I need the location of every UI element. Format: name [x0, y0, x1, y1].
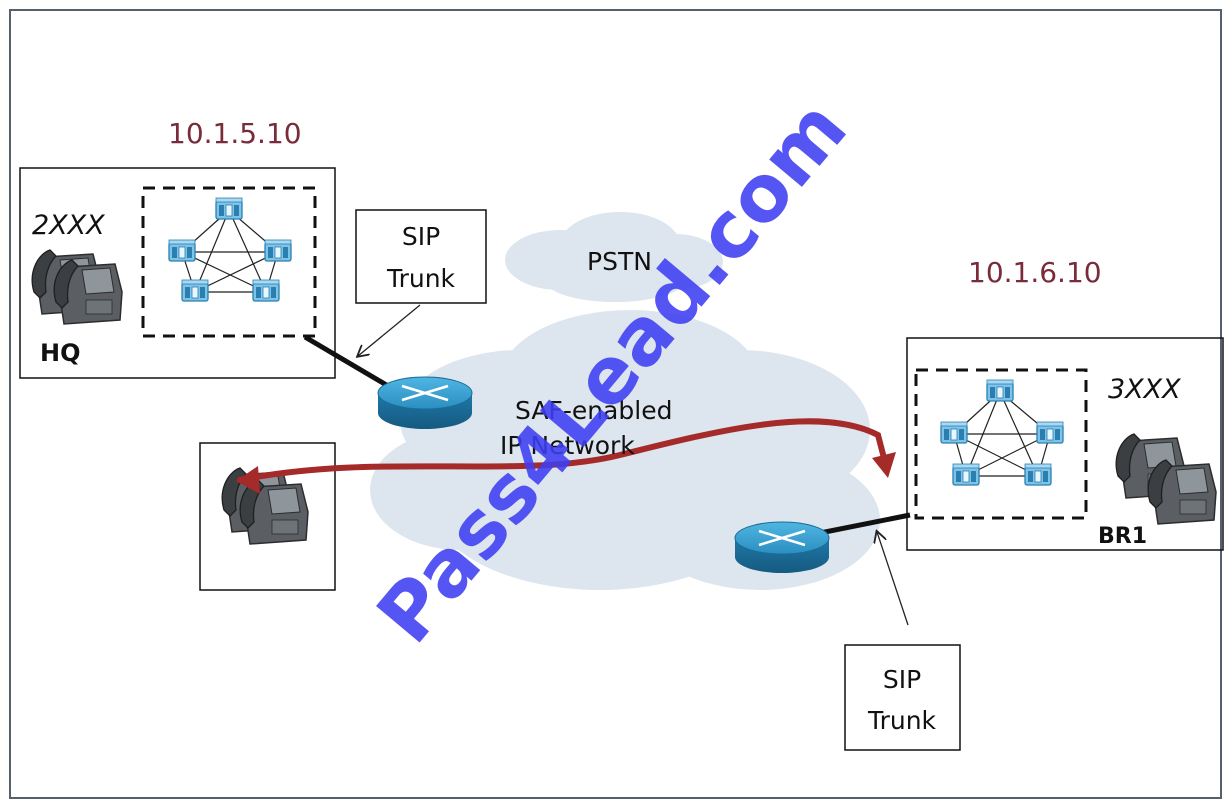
hq-phone-icon [53, 259, 123, 325]
sip-trunk-br1-line1: SIP [883, 665, 921, 694]
br1-site-label: BR1 [1098, 524, 1147, 549]
sip-trunk-hq-box [355, 209, 487, 304]
br1-phone-icon [1147, 459, 1217, 525]
cucm-server-icon [252, 279, 280, 302]
hq-cluster-box [141, 186, 317, 338]
cucm-server-icon [181, 279, 209, 302]
cucm-server-icon [1036, 421, 1064, 444]
remote-phone-icon [239, 479, 309, 545]
br1-router-icon [734, 521, 830, 573]
hq-ip-label: 10.1.5.10 [168, 117, 302, 150]
sip-trunk-br1-line2: Trunk [867, 706, 937, 735]
hq-trunk-link [303, 334, 402, 396]
hq-extension-label: 2XXX [32, 210, 105, 241]
cucm-server-icon [1024, 463, 1052, 486]
call-path-arrowhead-br1 [872, 452, 896, 478]
cucm-server-icon [986, 379, 1014, 402]
cucm-server-icon [168, 239, 196, 262]
call-path-arrowhead-remote [236, 466, 260, 494]
remote-phone-box [199, 442, 336, 591]
call-path [237, 418, 888, 483]
cucm-server-icon [215, 197, 243, 220]
hq-router-icon [377, 376, 473, 429]
br1-site-box [906, 337, 1224, 551]
cucm-server-icon [264, 239, 292, 262]
br1-trunk-link [809, 512, 911, 538]
pstn-cloud [505, 212, 723, 302]
sip-trunk-br1-arrow [877, 532, 909, 626]
br1-ip-label: 10.1.6.10 [968, 256, 1102, 289]
pstn-label: PSTN [587, 247, 652, 276]
sip-trunk-hq-arrow [358, 304, 421, 356]
br1-cluster-box [914, 368, 1088, 520]
sip-trunk-hq-line1: SIP [402, 222, 440, 251]
hq-site-label: HQ [40, 339, 81, 367]
cucm-server-icon [940, 421, 968, 444]
sip-trunk-hq-line2: Trunk [386, 264, 456, 293]
br1-extension-label: 3XXX [1108, 374, 1181, 405]
ip-network-label-line1: SAF-enabled [515, 396, 672, 425]
ip-network-label-line2: IP Network [500, 431, 635, 460]
sip-trunk-br1-box [844, 644, 961, 751]
cucm-server-icon [952, 463, 980, 486]
hq-site-box [19, 167, 336, 379]
